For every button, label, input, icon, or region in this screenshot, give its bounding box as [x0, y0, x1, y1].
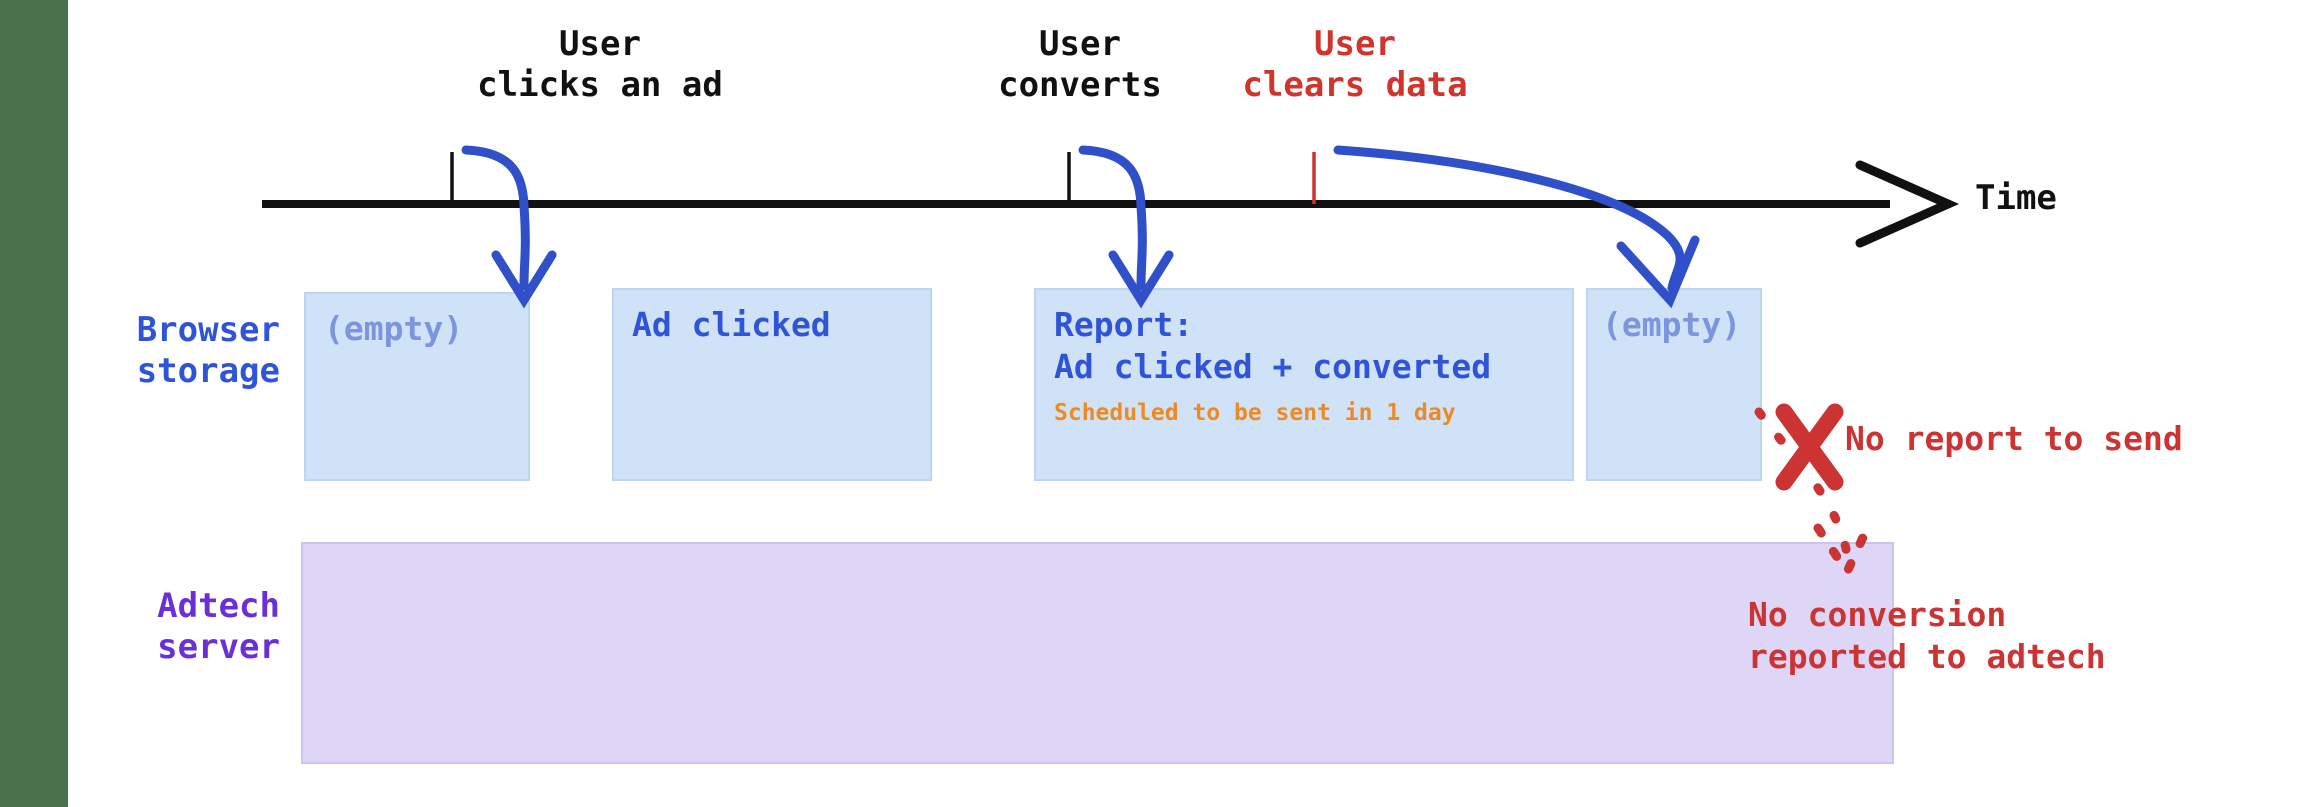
row-label-browser-storage: Browser storage — [136, 310, 280, 392]
timeline-event-label-convert: User converts — [998, 24, 1162, 106]
timeline-axis-label: Time — [1975, 178, 2057, 218]
storage-box-empty-initial[interactable]: (empty) — [304, 292, 530, 481]
timeline-event-label-clear: User clears data — [1242, 24, 1468, 106]
annotation-no-conversion-reported: No conversion reported to adtech — [1748, 595, 2106, 676]
storage-box-text: Ad clicked — [632, 305, 831, 344]
storage-box-report[interactable]: Report: Ad clicked + converted Scheduled… — [1034, 288, 1574, 481]
storage-box-ad-clicked[interactable]: Ad clicked — [612, 288, 932, 481]
storage-box-text: (empty) — [1602, 305, 1742, 344]
row-label-adtech-server: Adtech server — [157, 586, 280, 668]
storage-box-empty-cleared[interactable]: (empty) — [1586, 288, 1762, 481]
storage-box-text: (empty) — [324, 309, 464, 348]
adtech-server-box[interactable] — [301, 542, 1894, 764]
annotation-no-report-to-send: No report to send — [1845, 419, 2183, 458]
timeline-event-label-click: User clicks an ad — [477, 24, 723, 106]
left-green-band — [0, 0, 68, 807]
storage-box-schedule-note: Scheduled to be sent in 1 day — [1054, 400, 1456, 427]
storage-box-text: Report: Ad clicked + converted — [1054, 305, 1492, 386]
